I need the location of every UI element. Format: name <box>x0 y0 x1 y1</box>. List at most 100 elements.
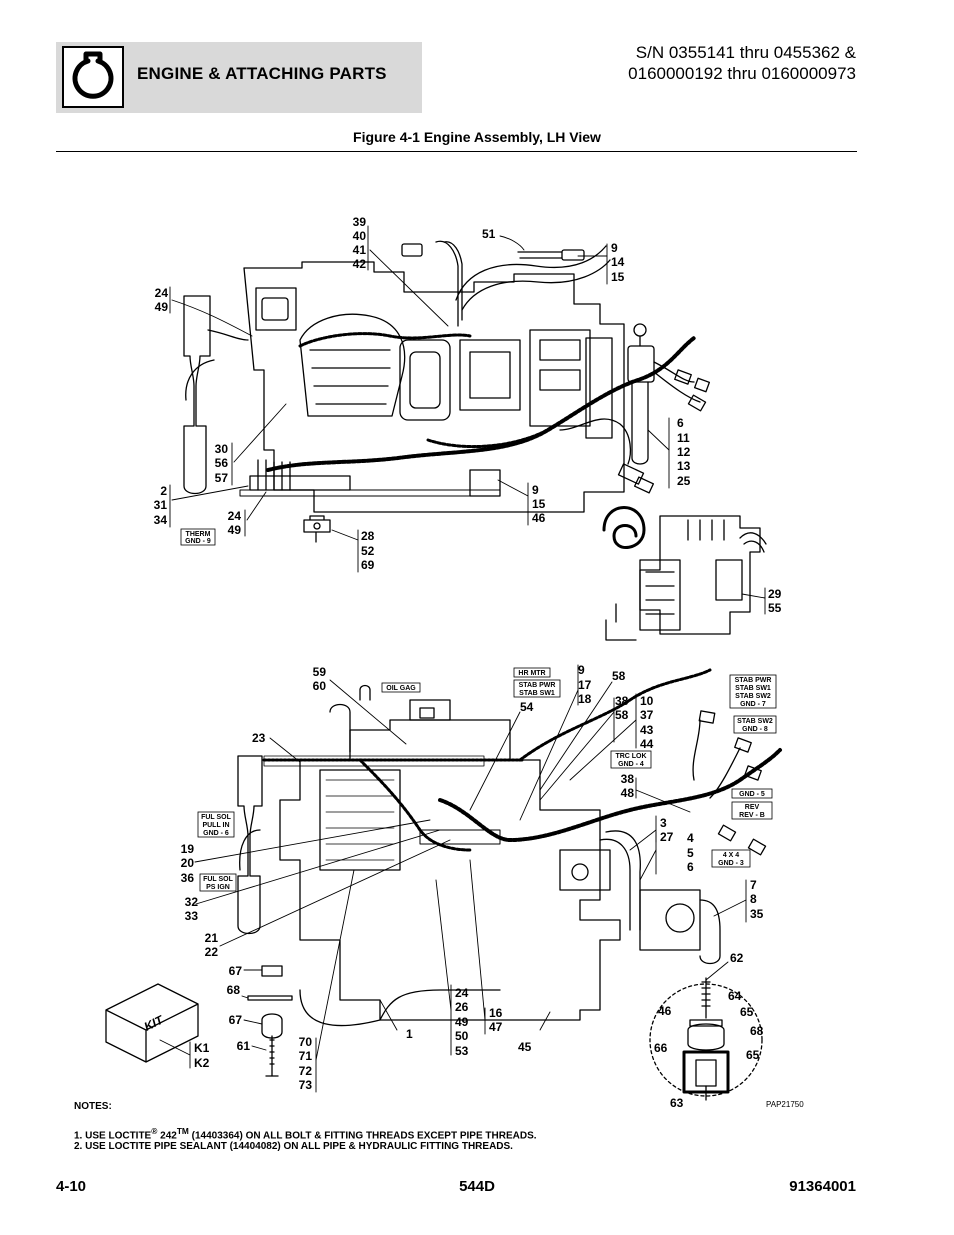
top-leader-lines <box>169 225 766 615</box>
tag-ful-sol-ps-ign: FUL SOL PS IGN <box>199 873 237 892</box>
callout-41: 41 <box>353 243 367 257</box>
callout-21: 21 <box>205 931 219 945</box>
callout-68-b: 68 <box>750 1024 764 1038</box>
callout-19: 19 <box>181 842 195 856</box>
callout-k2: K2 <box>194 1056 210 1070</box>
tag-stab-group: STAB PWR STAB SW1 STAB SW2 GND - 7 <box>729 674 777 709</box>
callout-7: 7 <box>750 878 757 892</box>
callout-24-b: 24 <box>228 509 242 523</box>
serial-range: S/N 0355141 thru 0455362 & 0160000192 th… <box>628 42 856 84</box>
note-1-trademark: TM <box>176 1126 189 1136</box>
callout-6-top: 6 <box>677 416 684 430</box>
tag-stab-group-line-1: STAB PWR <box>735 677 772 684</box>
callout-42: 42 <box>353 257 367 271</box>
tag-ful-sol-line-2: PULL IN <box>202 822 229 829</box>
callout-31: 31 <box>154 498 168 512</box>
tag-ful-sol-line-3: GND - 6 <box>203 830 229 837</box>
tag-hr-mtr-line-1: HR MTR <box>518 670 545 677</box>
tag-stab-sw2: STAB SW2 GND - 8 <box>733 715 777 734</box>
tag-therm-line-1: THERM <box>186 531 211 538</box>
tag-stab-sw2-line-1: STAB SW2 <box>737 718 773 725</box>
callout-23: 23 <box>252 731 266 745</box>
serial-line-2: 0160000192 thru 0160000973 <box>628 64 856 83</box>
callout-65-b: 65 <box>746 1048 760 1062</box>
callout-53: 53 <box>455 1044 469 1058</box>
callout-50: 50 <box>455 1029 469 1043</box>
callout-29: 29 <box>768 587 782 601</box>
callout-57: 57 <box>215 471 229 485</box>
callout-51: 51 <box>482 227 496 241</box>
callout-28: 28 <box>361 529 375 543</box>
notes-block: NOTES: 1. USE LOCTITE® 242TM (14403364) … <box>74 1101 537 1152</box>
callout-8: 8 <box>750 892 757 906</box>
note-1-registered: ® <box>151 1126 158 1136</box>
callout-65-a: 65 <box>740 1005 754 1019</box>
callout-69: 69 <box>361 558 375 572</box>
callout-39: 39 <box>353 215 367 229</box>
callout-26: 26 <box>455 1000 469 1014</box>
callout-9-top: 9 <box>611 241 618 255</box>
callout-38-a: 38 <box>615 694 629 708</box>
callout-15: 15 <box>611 270 625 284</box>
callout-11: 11 <box>677 431 690 445</box>
tag-stab-sw1-line: STAB SW1 <box>519 690 555 697</box>
bottom-leader-lines <box>159 664 747 1093</box>
note-1: 1. USE LOCTITE® 242TM (14403364) ON ALL … <box>74 1126 537 1141</box>
callout-3: 3 <box>660 816 667 830</box>
model-number: 544D <box>459 1178 495 1195</box>
tag-4x4-line-2: GND - 3 <box>718 860 744 867</box>
tag-ful-sol-pull-in: FUL SOL PULL IN GND - 6 <box>197 811 235 838</box>
callout-67-b: 67 <box>229 1013 243 1027</box>
callout-15-mid: 15 <box>532 497 546 511</box>
callout-9-mid: 9 <box>532 483 539 497</box>
callout-43: 43 <box>640 723 654 737</box>
callout-27: 27 <box>660 830 674 844</box>
callout-55: 55 <box>768 601 782 615</box>
tag-ful-sol-ps-line-2: PS IGN <box>206 884 230 891</box>
callout-44: 44 <box>640 737 654 751</box>
callout-12: 12 <box>677 445 691 459</box>
callout-1: 1 <box>406 1027 413 1041</box>
top-engine-drawing <box>183 240 767 641</box>
tag-gnd5-line-1: GND - 5 <box>739 791 765 798</box>
callout-72: 72 <box>299 1064 313 1078</box>
tag-stab-pwr-sw1: STAB PWR STAB SW1 <box>513 679 561 698</box>
tag-trc-lok: TRC LOK GND - 4 <box>610 750 652 769</box>
callout-17: 17 <box>578 678 592 692</box>
callout-48: 48 <box>621 786 635 800</box>
tag-gnd5: GND - 5 <box>731 788 773 799</box>
callout-64: 64 <box>728 989 742 1003</box>
header-rule <box>56 151 857 152</box>
tag-rev-line-1: REV <box>745 804 760 811</box>
tag-4x4-line-1: 4 X 4 <box>723 852 739 859</box>
tag-trc-lok-line-1: TRC LOK <box>615 753 646 760</box>
callout-25: 25 <box>677 474 691 488</box>
tag-ful-sol-line-1: FUL SOL <box>201 814 232 821</box>
callout-47: 47 <box>489 1020 503 1034</box>
section-title: ENGINE & ATTACHING PARTS <box>137 64 387 83</box>
callout-35: 35 <box>750 907 764 921</box>
wire-tags: THERM GND - 9 OIL GAG HR MTR STAB PWR ST… <box>180 528 777 892</box>
callout-18: 18 <box>578 692 592 706</box>
tag-stab-group-line-2: STAB SW1 <box>735 685 771 692</box>
callout-49-b: 49 <box>228 523 242 537</box>
tag-therm: THERM GND - 9 <box>180 528 216 546</box>
bottom-engine-drawing <box>105 668 782 1101</box>
tag-4x4: 4 X 4 GND - 3 <box>711 849 751 868</box>
callout-71: 71 <box>299 1049 313 1063</box>
tag-stab-group-line-3: STAB SW2 <box>735 693 771 700</box>
callout-k1: K1 <box>194 1041 210 1055</box>
tag-oil-gag: OIL GAG <box>381 682 421 693</box>
note-1-prefix: 1. USE LOCTITE <box>74 1130 152 1142</box>
callout-5: 5 <box>687 846 694 860</box>
callout-2: 2 <box>160 484 167 498</box>
tag-stab-group-line-4: GND - 7 <box>740 701 766 708</box>
callout-34: 34 <box>154 513 168 527</box>
callout-45: 45 <box>518 1040 532 1054</box>
tag-ful-sol-ps-line-1: FUL SOL <box>203 876 234 883</box>
callout-46-top: 46 <box>532 511 546 525</box>
callout-36: 36 <box>181 871 195 885</box>
tag-hr-mtr: HR MTR <box>513 667 551 678</box>
callout-63: 63 <box>670 1096 684 1110</box>
tag-rev-line-2: REV - B <box>739 812 765 819</box>
